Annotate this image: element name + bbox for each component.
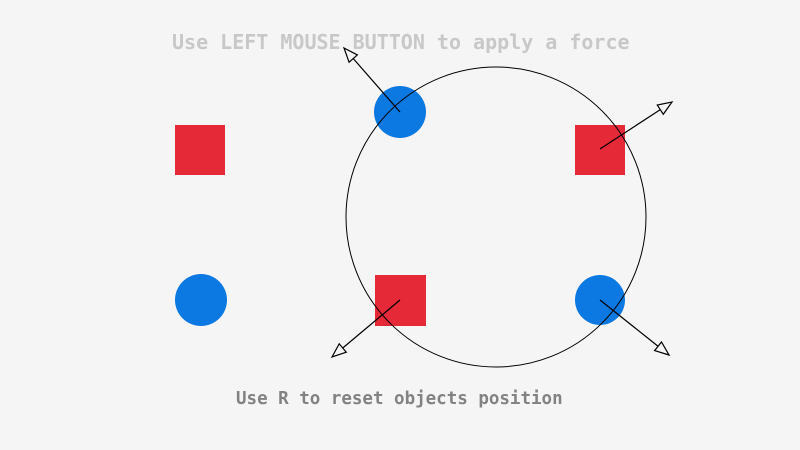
- blue-circle-right-force-arrowhead: [653, 340, 671, 357]
- red-square-left[interactable]: [175, 125, 225, 175]
- blue-circle-left[interactable]: [175, 274, 227, 326]
- boundary-circle-outline: [345, 66, 647, 368]
- apply-force-instruction: Use LEFT MOUSE BUTTON to apply a force: [172, 30, 630, 54]
- blue-circle-right-force-line: [599, 299, 659, 347]
- red-square-right[interactable]: [575, 125, 625, 175]
- blue-circle-top-force-line: [352, 58, 401, 113]
- red-square-center[interactable]: [375, 275, 426, 326]
- red-square-right-force-line: [599, 109, 661, 150]
- reset-instruction: Use R to reset objects position: [236, 389, 563, 409]
- red-square-center-force-line: [342, 299, 401, 349]
- red-square-right-force-arrowhead: [656, 101, 674, 116]
- blue-circle-top-force-arrowhead: [342, 46, 359, 64]
- red-square-center-force-arrowhead: [330, 342, 348, 359]
